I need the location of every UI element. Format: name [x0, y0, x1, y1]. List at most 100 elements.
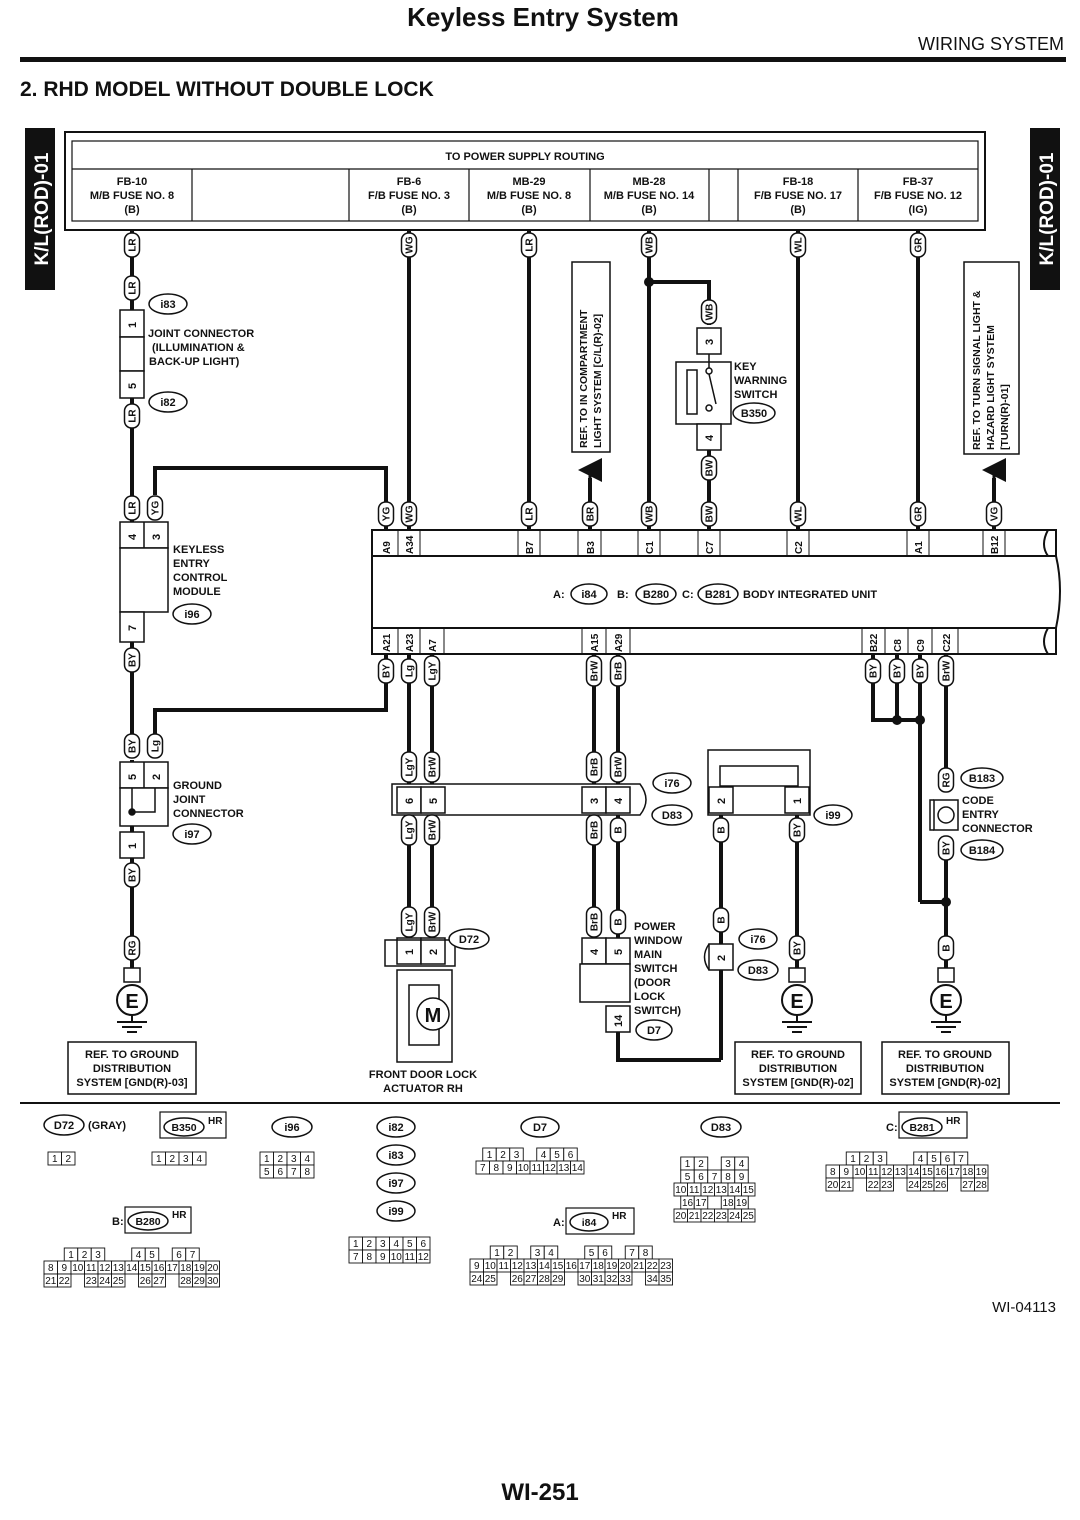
- label-d83-b: D83: [737, 959, 779, 981]
- svg-text:27: 27: [153, 1276, 165, 1287]
- wire-color-tag: BY: [788, 935, 806, 961]
- svg-text:B350: B350: [741, 408, 767, 420]
- svg-text:M/B FUSE NO. 8: M/B FUSE NO. 8: [487, 190, 571, 202]
- svg-text:WB: WB: [645, 506, 656, 523]
- svg-text:i82: i82: [388, 1122, 403, 1134]
- svg-text:BrW: BrW: [590, 660, 601, 681]
- svg-text:A21: A21: [382, 633, 393, 652]
- keyless-entry-module: [119, 521, 169, 643]
- header-rule: [20, 57, 1066, 62]
- svg-text:9: 9: [739, 1172, 745, 1183]
- svg-text:CODE: CODE: [962, 795, 994, 807]
- label-i96: i96: [172, 603, 212, 625]
- svg-text:9: 9: [61, 1263, 67, 1274]
- svg-text:18: 18: [593, 1261, 605, 1272]
- svg-text:WB: WB: [705, 304, 716, 321]
- svg-text:4: 4: [393, 1239, 399, 1250]
- svg-text:WINDOW: WINDOW: [634, 935, 683, 947]
- svg-text:ENTRY: ENTRY: [962, 809, 1000, 821]
- svg-text:14: 14: [572, 1163, 584, 1174]
- svg-text:CONTROL: CONTROL: [173, 572, 228, 584]
- svg-text:16: 16: [682, 1198, 694, 1209]
- svg-text:D72: D72: [54, 1120, 74, 1132]
- fuse-fb10: FB-10 M/B FUSE NO. 8 (B): [90, 176, 174, 216]
- svg-text:7: 7: [190, 1250, 196, 1261]
- svg-text:2: 2: [65, 1154, 71, 1165]
- pin-label: 4: [589, 948, 601, 955]
- svg-text:LgY: LgY: [405, 820, 416, 839]
- svg-text:GR: GR: [914, 506, 925, 522]
- svg-text:25: 25: [922, 1180, 934, 1191]
- svg-text:JOINT: JOINT: [173, 794, 206, 806]
- svg-text:5: 5: [407, 1239, 413, 1250]
- pin-label: 3: [704, 339, 716, 345]
- svg-text:SYSTEM [GND(R)-02]: SYSTEM [GND(R)-02]: [742, 1077, 854, 1089]
- svg-text:18: 18: [722, 1198, 734, 1209]
- bcm-label: A: i84 B: B280 C: B281 BODY INTEGRATED U…: [553, 583, 877, 605]
- svg-text:3: 3: [725, 1159, 731, 1170]
- svg-text:1: 1: [156, 1154, 162, 1165]
- legend-b281-label: C: B281 HR: [886, 1111, 968, 1139]
- svg-text:D83: D83: [711, 1122, 731, 1134]
- wire-color-tag: YG: [146, 495, 164, 521]
- svg-text:CONNECTOR: CONNECTOR: [962, 823, 1033, 835]
- svg-text:WB: WB: [645, 237, 656, 254]
- label-i82: i82: [148, 391, 188, 413]
- label-d7: D7: [635, 1019, 673, 1041]
- bcm-top-pins: A9 A34 B7 B3 C1 C7 C2 A1 B12: [382, 535, 1001, 554]
- label-i99: i99: [813, 804, 853, 826]
- svg-text:A23: A23: [405, 633, 416, 652]
- wire-color-tag: B: [712, 817, 730, 843]
- power-supply-block: [64, 131, 986, 231]
- svg-text:D7: D7: [533, 1122, 547, 1134]
- figure-id: WI-04113: [992, 1299, 1056, 1316]
- svg-text:30: 30: [579, 1274, 591, 1285]
- pin-label: 1: [127, 322, 139, 328]
- wire-color-tag: BY: [377, 658, 395, 684]
- svg-text:21: 21: [689, 1211, 701, 1222]
- svg-text:8: 8: [830, 1167, 836, 1178]
- wire-color-tag: LR: [123, 232, 141, 258]
- key-warning-label: KEY WARNING SWITCH: [734, 361, 787, 401]
- svg-text:2: 2: [500, 1150, 506, 1161]
- wire-color-tag: BY: [123, 647, 141, 673]
- svg-text:20: 20: [207, 1263, 219, 1274]
- svg-text:6: 6: [420, 1239, 426, 1250]
- svg-text:Lg: Lg: [405, 665, 416, 677]
- ref-turn-signal: REF. TO TURN SIGNAL LIGHT & HAZARD LIGHT…: [963, 261, 1020, 455]
- wire-color-tag: BY: [788, 817, 806, 843]
- svg-text:BrB: BrB: [590, 821, 601, 839]
- pin-label: 2: [716, 955, 728, 961]
- svg-text:3: 3: [535, 1248, 541, 1259]
- svg-text:23: 23: [86, 1276, 98, 1287]
- key-warning-switch: [675, 327, 732, 451]
- svg-text:5: 5: [149, 1250, 155, 1261]
- svg-text:BrB: BrB: [614, 662, 625, 680]
- svg-text:14: 14: [539, 1261, 551, 1272]
- svg-text:B: B: [942, 944, 953, 951]
- svg-text:23: 23: [881, 1180, 893, 1191]
- svg-text:5: 5: [931, 1154, 937, 1165]
- svg-text:2: 2: [864, 1154, 870, 1165]
- wire-color-tag: VG: [985, 501, 1003, 527]
- svg-text:BrB: BrB: [590, 758, 601, 776]
- svg-text:10: 10: [391, 1252, 403, 1263]
- svg-text:15: 15: [552, 1261, 564, 1272]
- svg-text:B12: B12: [990, 535, 1001, 554]
- svg-text:A29: A29: [614, 633, 625, 652]
- svg-text:1: 1: [52, 1154, 58, 1165]
- svg-text:7: 7: [291, 1167, 297, 1178]
- svg-text:1: 1: [685, 1159, 691, 1170]
- wire-color-tag: BY: [937, 835, 955, 861]
- svg-text:12: 12: [702, 1185, 714, 1196]
- svg-text:24: 24: [908, 1180, 920, 1191]
- svg-text:20: 20: [620, 1261, 632, 1272]
- svg-text:5: 5: [554, 1150, 560, 1161]
- label-b184: B184: [960, 839, 1004, 861]
- svg-text:2: 2: [698, 1159, 704, 1170]
- svg-text:1: 1: [487, 1150, 493, 1161]
- svg-text:SWITCH: SWITCH: [634, 963, 677, 975]
- svg-text:GROUND: GROUND: [173, 780, 222, 792]
- svg-text:10: 10: [72, 1263, 84, 1274]
